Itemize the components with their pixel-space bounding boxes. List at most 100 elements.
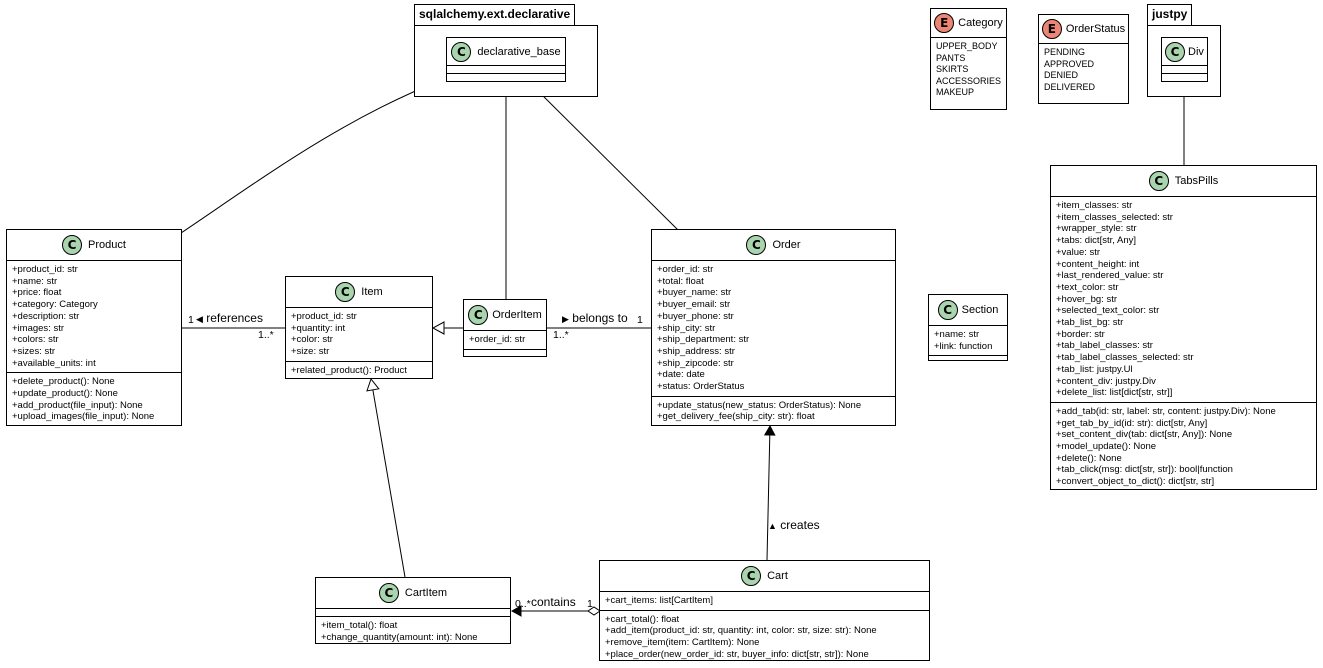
- direction-arrow-icon: ▲: [768, 521, 777, 531]
- attributes-section: +product_id: str +name: str +price: floa…: [7, 261, 181, 374]
- class-icon: C: [378, 583, 399, 603]
- attribute: +tab_list_bg: str: [1056, 317, 1124, 329]
- attribute: +color: str: [291, 334, 333, 346]
- attribute: +available_units: int: [12, 357, 96, 369]
- method: +item_total(): float: [321, 620, 398, 631]
- method: +update_product(): None: [12, 388, 118, 400]
- order-inherits-line: [529, 82, 680, 232]
- enum-category[interactable]: E Category UPPER_BODY PANTS SKIRTS ACCES…: [930, 8, 1007, 110]
- methods-section: +update_status(new_status: OrderStatus):…: [652, 397, 895, 426]
- method: +add_product(file_input): None: [12, 399, 143, 411]
- attribute: +sizes: str: [12, 345, 56, 357]
- class-cart-item[interactable]: C CartItem +item_total(): float +change_…: [315, 577, 511, 644]
- attributes-section: +name: str +link: function: [929, 326, 1007, 357]
- method: +related_product(): Product: [291, 364, 407, 376]
- class-name: Section: [961, 304, 999, 316]
- method: +delete_product(): None: [12, 376, 115, 388]
- method: +get_delivery_fee(ship_city: str): float: [657, 411, 815, 423]
- methods-section: +delete_product(): None +update_product(…: [7, 373, 181, 426]
- enum-value: PENDING: [1044, 47, 1086, 57]
- method: +place_order(new_order_id: str, buyer_in…: [605, 648, 869, 660]
- references-mult-left: 1: [188, 314, 194, 326]
- attribute: +tab_label_classes_selected: str: [1056, 352, 1194, 364]
- class-order-item[interactable]: C OrderItem +order_id: str: [463, 299, 547, 357]
- class-icon: C: [1165, 41, 1186, 62]
- method: +cart_total(): float: [605, 613, 680, 625]
- class-section[interactable]: C Section +name: str +link: function: [928, 294, 1008, 361]
- enum-value: ACCESSORIES: [936, 75, 1002, 86]
- package-name: sqlalchemy.ext.declarative: [419, 7, 571, 21]
- attributes-section: [447, 66, 565, 74]
- class-icon: C: [451, 41, 472, 62]
- enum-value: MAKEUP: [936, 87, 975, 97]
- attribute: +order_id: str: [469, 334, 526, 345]
- class-icon: C: [746, 235, 767, 255]
- class-name: Order: [772, 239, 801, 251]
- attribute: +content_div: justpy.Div: [1056, 375, 1156, 387]
- references-label: ◀ references: [196, 311, 263, 325]
- methods-section: [1162, 74, 1207, 81]
- attributes-section: +order_id: str: [464, 331, 546, 350]
- enum-value: PANTS: [936, 52, 966, 63]
- class-icon: C: [468, 305, 489, 325]
- class-name: Div: [1188, 45, 1204, 58]
- class-product[interactable]: C Product +product_id: str +name: str +p…: [6, 229, 182, 426]
- enum-icon: E: [1041, 19, 1062, 39]
- attribute: +order_id: str: [657, 264, 714, 275]
- class-name: Product: [88, 239, 126, 251]
- contains-label: contains: [531, 595, 576, 609]
- method: +delete(): None: [1056, 452, 1122, 464]
- class-name: Cart: [767, 570, 788, 582]
- belongs-to-label: ▶ belongs to: [562, 311, 628, 325]
- package-name: justpy: [1152, 7, 1188, 21]
- enum-order-status[interactable]: E OrderStatus PENDING APPROVED DENIED DE…: [1038, 14, 1129, 104]
- class-tabs-pills[interactable]: C TabsPills +item_classes: str +item_cla…: [1050, 165, 1317, 490]
- attribute: +buyer_phone: str: [657, 310, 734, 322]
- attributes-section: +order_id: str +total: float +buyer_name…: [652, 261, 895, 397]
- attribute: +cart_items: list[CartItem]: [605, 595, 713, 606]
- attribute: +images: str: [12, 322, 65, 334]
- attribute: +product_id: str: [291, 311, 357, 322]
- cartitem-item-inherits-line: [366, 377, 406, 578]
- class-cart[interactable]: C Cart +cart_items: list[CartItem] +cart…: [599, 560, 930, 661]
- attribute: +value: str: [1056, 246, 1101, 258]
- class-icon: C: [937, 300, 958, 320]
- class-name: Item: [361, 286, 383, 298]
- attributes-section: +item_classes: str +item_classes_selecte…: [1051, 197, 1316, 403]
- method: +update_status(new_status: OrderStatus):…: [657, 399, 862, 411]
- class-order[interactable]: C Order +order_id: str +total: float +bu…: [651, 229, 896, 426]
- attribute: +price: float: [12, 287, 62, 299]
- attribute: +selected_text_color: str: [1056, 305, 1160, 317]
- class-declarative-base[interactable]: C declarative_base: [446, 37, 566, 82]
- attribute: +name: str: [934, 329, 980, 340]
- methods-section: [929, 356, 1007, 363]
- creates-line: [763, 424, 776, 561]
- attribute: +ship_address: str: [657, 345, 735, 357]
- attributes-section: [316, 609, 510, 617]
- belongs-to-mult-left: 1..*: [553, 329, 569, 341]
- methods-section: [447, 74, 565, 81]
- class-icon: C: [62, 235, 83, 255]
- class-item[interactable]: C Item +product_id: str +quantity: int +…: [285, 276, 433, 379]
- attribute: +last_rendered_value: str: [1056, 270, 1164, 282]
- enum-value: APPROVED: [1044, 58, 1095, 69]
- enum-value: DENIED: [1044, 70, 1079, 80]
- attributes-section: [1162, 66, 1207, 74]
- direction-arrow-icon: ◀: [196, 314, 203, 324]
- attribute: +link: function: [934, 340, 993, 352]
- attribute: +colors: str: [12, 334, 59, 346]
- attribute: +buyer_email: str: [657, 299, 731, 311]
- enum-name: Category: [958, 17, 1003, 29]
- attribute: +item_classes_selected: str: [1056, 211, 1173, 223]
- package-tab-justpy: justpy: [1147, 4, 1193, 26]
- class-name: TabsPills: [1174, 175, 1219, 187]
- enum-value: SKIRTS: [936, 64, 969, 74]
- attribute: +ship_department: str: [657, 334, 750, 346]
- attribute: +text_color: str: [1056, 281, 1119, 293]
- method: +upload_images(file_input): None: [12, 411, 155, 423]
- attribute: +border: str: [1056, 328, 1105, 340]
- methods-section: +related_product(): Product: [286, 362, 432, 380]
- attribute: +delete_list: list[dict[str, str]]: [1056, 387, 1173, 399]
- class-div[interactable]: C Div: [1161, 37, 1208, 82]
